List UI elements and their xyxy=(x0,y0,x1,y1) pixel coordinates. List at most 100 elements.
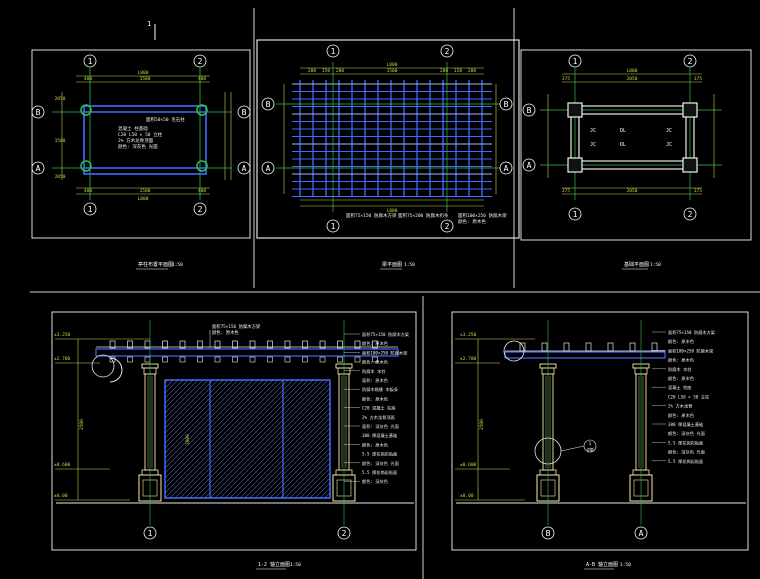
dimension-text: L800 xyxy=(138,196,149,202)
dimension-text: 200 xyxy=(336,68,344,74)
hatch-line xyxy=(165,380,259,474)
note-text: 防腐木 木柱 xyxy=(668,366,692,373)
note-text: 颜色: 原木色 xyxy=(668,375,695,382)
hatch-line xyxy=(199,380,319,498)
rafter-end xyxy=(162,340,168,349)
rafter-end xyxy=(127,340,133,349)
dimension-text: 2500 xyxy=(479,419,485,430)
note-text: 颜色: 原木色 xyxy=(458,218,486,225)
rafter-end xyxy=(302,340,308,349)
hatch-line xyxy=(165,380,284,498)
plan-1-axis-labels: 1 2 1 2 B A B A xyxy=(36,57,247,214)
rafter-end xyxy=(372,356,378,363)
plan-2-axis-labels: 1 2 1 2 B A B A xyxy=(266,47,509,231)
hatch-line xyxy=(165,380,214,429)
axis-label: B xyxy=(527,106,532,115)
plan-2-rafter-grid xyxy=(276,62,500,212)
dimension-text: 200 xyxy=(440,68,448,74)
dimension-text: L800 xyxy=(627,68,638,74)
note-text: 颜色: 深灰色 光面 xyxy=(668,449,705,456)
rafter-end xyxy=(179,340,186,349)
elevation-2-scale: 1:50 xyxy=(620,562,631,568)
rafter-end xyxy=(354,340,361,349)
plan-3-dimension-lines xyxy=(547,73,715,195)
dimension-text: 400 xyxy=(198,76,206,82)
elevation-1-frame xyxy=(51,311,417,551)
footing xyxy=(567,102,583,118)
detail-leader xyxy=(560,445,585,452)
rafter-end xyxy=(127,356,133,363)
dimension-text: 2000 xyxy=(185,434,191,445)
note-text: 混凝土 柱基础 xyxy=(118,125,148,132)
axis-label: 2 xyxy=(445,47,450,56)
dimension-text: L800 xyxy=(387,208,398,214)
hatch-line xyxy=(209,380,329,498)
note-text: 面积100×250 防腐木梁 xyxy=(668,347,714,354)
plan-1-dimension-lines xyxy=(61,75,232,195)
rafter-end xyxy=(337,340,343,349)
rafter-end xyxy=(197,340,203,349)
plan-3-title: 基础平面图 xyxy=(624,261,649,268)
dimension-text: 1500 xyxy=(140,188,151,194)
axis-label: A xyxy=(527,161,532,170)
note-text: C20 L50 × 50 立柱 xyxy=(118,131,163,138)
plan-2-dimension-lines xyxy=(283,67,497,207)
axis-label: 1 xyxy=(573,210,578,219)
note-text: 混凝土 柱座 xyxy=(668,384,691,391)
member-label: DL xyxy=(620,142,626,148)
elevation-a-b: ±3.250 ±2.700 ±0.600 ±0.00 2500 1 详图 B A… xyxy=(451,311,749,570)
rafter-end xyxy=(197,356,203,363)
plan-3-foundation-layout: 1 2 1 2 B A L800 375 2050 375 375 2050 3… xyxy=(520,49,752,270)
axis-label: 2 xyxy=(688,57,693,66)
rafter-end xyxy=(232,340,238,349)
level-text: ±3.250 xyxy=(460,332,477,338)
note-text: 颜色: 原木色 xyxy=(668,357,695,364)
dimension-text: 375 xyxy=(694,188,702,194)
dimension-text: 375 xyxy=(562,188,570,194)
hatch-line xyxy=(165,380,269,484)
level-text: ±0.00 xyxy=(460,493,474,499)
elevation-2-title: A-B 轴立面图 xyxy=(586,561,618,568)
dimension-text: 375 xyxy=(562,76,570,82)
hatch-line xyxy=(289,457,330,498)
hatch-line xyxy=(165,380,204,419)
plan-2-axis-bubbles xyxy=(261,44,513,233)
rafter-end xyxy=(267,340,273,349)
note-text: 面积75×150 防腐木方梁 xyxy=(668,329,716,336)
column-marker xyxy=(80,104,92,116)
elevation-1-title: 1-2 轴立面图 xyxy=(258,561,290,568)
lattice-screen-frame xyxy=(164,379,331,499)
dimension-text: L800 xyxy=(387,62,398,68)
note-text: 面积100×250 防腐木梁 xyxy=(458,212,507,219)
note-text: 5.5 厚花岗岩贴面 xyxy=(362,451,397,458)
hatch-line xyxy=(284,452,330,498)
plan-2-frame xyxy=(256,39,520,239)
note-text: 颜色: 原木色 xyxy=(362,359,389,366)
level-text: ±0.00 xyxy=(54,493,68,499)
member-label: JC xyxy=(590,142,596,148)
plan-1-frame xyxy=(31,49,251,239)
member-label: JC xyxy=(590,128,596,134)
hatch-line xyxy=(194,380,314,498)
note-text: 颜色: 原木色 xyxy=(668,412,695,419)
note-text: 面积75×150 防腐木方梁 xyxy=(212,323,261,330)
axis-label: 2 xyxy=(198,205,203,214)
detail-circle xyxy=(91,354,115,378)
rafter-end xyxy=(267,356,273,363)
plan-3-footings xyxy=(567,102,698,173)
elevation-1-notes-top: 面积75×150 防腐木方梁 颜色: 原木色 xyxy=(212,323,261,336)
plan-1-axis-bubbles xyxy=(31,54,251,216)
elevation-1-main-beam xyxy=(95,348,399,357)
dimension-text: 1500 xyxy=(140,76,151,82)
plan-1-title: 亭柱布置平面图 xyxy=(138,261,173,268)
hatch-line xyxy=(229,397,330,498)
rafter-end xyxy=(214,356,221,363)
hatch-line xyxy=(165,380,209,424)
plan-2-dimensions: L800 200 150 200 1500 200 150 200 L800 xyxy=(308,62,476,214)
hatch-line xyxy=(259,427,330,498)
axis-label: A xyxy=(266,164,271,173)
dimension-text: 400 xyxy=(198,188,206,194)
